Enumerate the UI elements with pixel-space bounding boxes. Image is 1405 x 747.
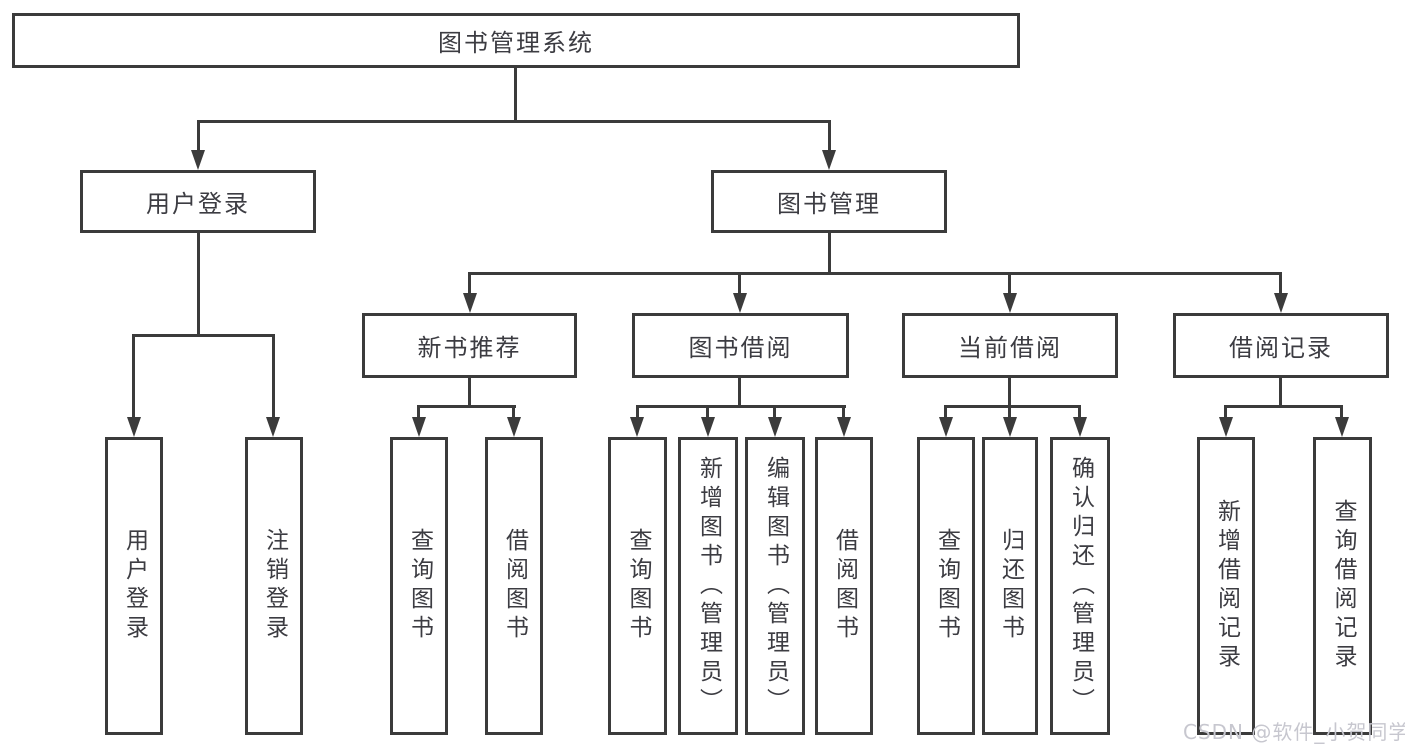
leaf-current-confirm-return-label: 确认归还（管理员） [1067,455,1094,717]
node-library-system: 图书管理系统 [12,13,1020,68]
leaf-borrow-edit-books-label: 编辑图书（管理员） [762,455,789,717]
leaf-rec-borrow-books: 借阅图书 [485,437,543,735]
leaf-current-query-books-label: 查询图书 [933,528,960,644]
leaf-current-return-books: 归还图书 [982,437,1038,735]
node-user-login-label: 用户登录 [146,190,250,218]
edge-line [197,120,831,123]
leaf-borrow-borrow-books: 借阅图书 [815,437,873,735]
edge-line [842,405,845,419]
edge-line [197,120,200,152]
edge-line [1279,378,1282,407]
node-new-book-recommend-label: 新书推荐 [417,334,522,362]
arrowhead [127,417,141,437]
leaf-records-query-record-label: 查询借阅记录 [1330,499,1356,673]
edge-line [944,405,947,419]
arrowhead [768,417,782,437]
arrowhead [1003,417,1017,437]
leaf-current-confirm-return: 确认归还（管理员） [1050,437,1110,735]
node-book-borrow-label: 图书借阅 [688,334,793,362]
arrowhead [266,417,280,437]
edge-line [706,405,709,419]
leaf-borrow-add-books: 新增图书（管理员） [678,437,738,735]
leaf-borrow-borrow-books-label: 借阅图书 [831,528,858,644]
edge-line [197,233,200,336]
edge-line [1008,405,1011,419]
edge-line [944,405,1081,408]
edge-line [1008,378,1011,407]
node-book-management-label: 图书管理 [777,190,881,218]
node-user-login: 用户登录 [80,170,316,233]
edge-line [738,378,741,407]
edge-line [636,405,846,408]
node-book-management: 图书管理 [711,170,947,233]
arrowhead [1335,417,1349,437]
edge-line [468,272,1282,275]
leaf-user-login: 用户登录 [105,437,163,735]
node-borrow-records: 借阅记录 [1173,313,1389,378]
arrowhead [822,150,836,170]
arrowhead [191,150,205,170]
node-new-book-recommend: 新书推荐 [362,313,577,378]
edge-line [514,68,517,122]
arrowhead [701,417,715,437]
edge-line [272,334,275,419]
arrowhead [1219,417,1233,437]
arrowhead [837,417,851,437]
edge-line [636,405,639,419]
edge-line [773,405,776,419]
leaf-user-login-label: 用户登录 [121,528,148,644]
arrowhead [463,293,477,313]
leaf-current-return-books-label: 归还图书 [997,528,1024,644]
edge-line [828,233,831,274]
edge-line [417,405,420,419]
edge-line [132,334,275,337]
node-book-borrow: 图书借阅 [632,313,849,378]
leaf-borrow-query-books-label: 查询图书 [625,528,651,644]
node-current-borrow: 当前借阅 [902,313,1118,378]
edge-line [1078,405,1081,419]
leaf-records-add-record-label: 新增借阅记录 [1213,499,1240,673]
edge-line [1008,272,1011,297]
leaf-current-query-books: 查询图书 [917,437,975,735]
arrowhead [507,417,521,437]
leaf-logout-label: 注销登录 [261,528,288,644]
leaf-logout: 注销登录 [245,437,303,735]
edge-line [512,405,515,419]
arrowhead [630,417,644,437]
leaf-rec-query-books: 查询图书 [390,437,448,735]
watermark-text: CSDN @软件_小贺同学 [1183,720,1405,744]
arrowhead [1073,417,1087,437]
leaf-borrow-edit-books: 编辑图书（管理员） [745,437,805,735]
edge-line [828,120,831,152]
edge-line [1224,405,1227,419]
edge-line [468,378,471,407]
leaf-records-add-record: 新增借阅记录 [1197,437,1255,735]
leaf-records-query-record: 查询借阅记录 [1313,437,1372,735]
edge-line [468,272,471,297]
node-library-system-label: 图书管理系统 [438,29,594,57]
leaf-rec-query-books-label: 查询图书 [406,528,433,644]
edge-line [738,272,741,297]
leaf-borrow-query-books: 查询图书 [608,437,667,735]
arrowhead [939,417,953,437]
leaf-rec-borrow-books-label: 借阅图书 [501,528,528,644]
arrowhead [1274,293,1288,313]
node-borrow-records-label: 借阅记录 [1229,334,1333,362]
edge-line [132,334,135,419]
arrowhead [412,417,426,437]
arrowhead [1003,293,1017,313]
node-current-borrow-label: 当前借阅 [958,334,1062,362]
edge-line [1279,272,1282,297]
arrowhead [733,293,747,313]
edge-line [1224,405,1343,408]
edge-line [1340,405,1343,419]
edge-line [417,405,516,408]
leaf-borrow-add-books-label: 新增图书（管理员） [695,455,722,717]
